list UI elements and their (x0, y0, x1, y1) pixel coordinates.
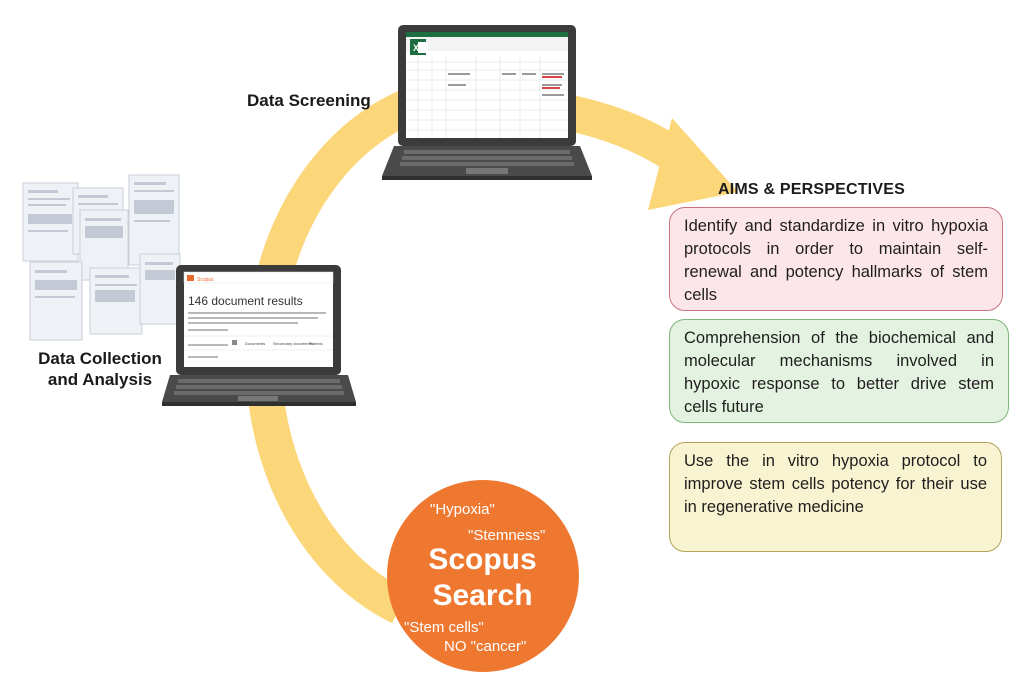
screen-tab-documents: Documents (245, 341, 266, 346)
laptop-icon: X (382, 25, 592, 180)
search-term-no-cancer: NO "cancer" (444, 638, 527, 655)
search-term-stemness: "Stemness" (468, 527, 546, 544)
search-term-hypoxia: "Hypoxia" (430, 501, 495, 518)
aim-box-standardize: Identify and standardize in vitro hypoxi… (669, 207, 1003, 311)
excel-icon: X (410, 39, 428, 55)
svg-text:X: X (413, 43, 419, 53)
document-stack-icon (22, 174, 181, 341)
data-collection-label: Data Collection and Analysis (38, 349, 162, 389)
aims-title: AIMS & PERSPECTIVES (718, 181, 905, 198)
screen-tab-patents: Patents (309, 341, 323, 346)
data-screening-label: Data Screening (247, 91, 371, 110)
screen-tab-secondary: Secondary documents (273, 341, 313, 346)
scopus-search-title: Scopus Search (428, 543, 537, 612)
aim-box-mechanisms: Comprehension of the biochemical and mol… (669, 319, 1009, 423)
document-results-text: 146 document results (188, 294, 303, 308)
aim-box-regenerative: Use the in vitro hypoxia protocol to imp… (669, 442, 1002, 552)
search-term-stem-cells: "Stem cells" (404, 619, 484, 636)
scopus-circle (387, 480, 579, 672)
scopus-brand-text: Scopus (197, 277, 214, 283)
laptop-icon (162, 265, 356, 406)
